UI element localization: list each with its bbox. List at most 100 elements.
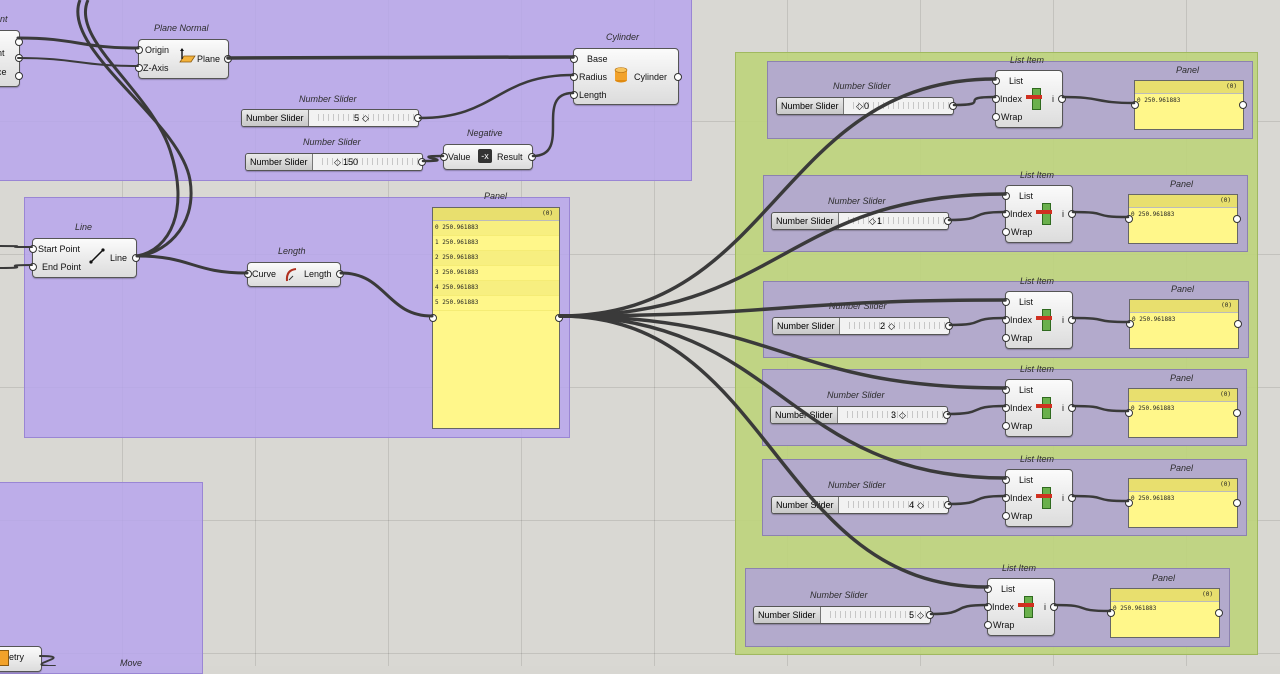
slider-knob-icon[interactable]: ◇ <box>856 101 863 111</box>
slider-knob-icon[interactable]: ◇ <box>869 216 876 226</box>
item-port[interactable] <box>1068 404 1076 412</box>
panel-input-port[interactable] <box>1131 101 1139 109</box>
list-item-arrow-icon <box>1036 316 1052 320</box>
slider-name: Number Slider <box>773 318 840 334</box>
end-point-label: End Point <box>42 262 82 272</box>
list-port[interactable] <box>1002 476 1010 484</box>
list-port[interactable] <box>1002 386 1010 394</box>
slider-knob-icon[interactable]: ◇ <box>917 610 924 620</box>
index-port[interactable] <box>984 603 992 611</box>
index-port[interactable] <box>1002 316 1010 324</box>
panel-output-port[interactable] <box>1233 215 1241 223</box>
end-port[interactable] <box>29 263 37 271</box>
panel-input-port[interactable] <box>1125 215 1133 223</box>
index-port[interactable] <box>1002 210 1010 218</box>
radius-number-slider[interactable]: Number Slider 5 ◇ <box>241 109 422 127</box>
panel-row: 4 250.961883 <box>433 281 559 296</box>
panel-output-port[interactable] <box>1215 609 1223 617</box>
result-panel[interactable]: (0) 0 250.961883 <box>1125 194 1241 244</box>
base-port[interactable] <box>570 55 578 63</box>
slider-name: Number Slider <box>771 407 838 423</box>
list-port[interactable] <box>992 77 1000 85</box>
list-item-component[interactable]: List Index Wrap i <box>1002 379 1076 437</box>
index-number-slider[interactable]: Number Slider 1 ◇ <box>771 212 952 230</box>
panel-header: (0) <box>1220 481 1231 488</box>
slider-knob-icon[interactable]: ◇ <box>362 113 369 123</box>
result-panel[interactable]: (0) 0 250.961883 <box>1131 80 1247 130</box>
panel-output-port[interactable] <box>1234 320 1242 328</box>
cylinder-component[interactable]: Base Radius Length Cylinder <box>570 48 682 105</box>
item-port[interactable] <box>1050 603 1058 611</box>
index-port[interactable] <box>1002 404 1010 412</box>
line-component[interactable]: Start Point End Point Line <box>29 238 140 278</box>
panel-input-port[interactable] <box>1125 499 1133 507</box>
item-output-label: i <box>1044 602 1046 612</box>
panel-output-port[interactable] <box>1233 409 1241 417</box>
list-item-component[interactable]: List Index Wrap i <box>992 70 1066 128</box>
panel-title: Panel <box>1176 65 1200 75</box>
slider-value: 4 <box>909 500 915 510</box>
wrap-port[interactable] <box>1002 228 1010 236</box>
list-item-component[interactable]: List Index Wrap i <box>1002 291 1076 349</box>
list-port[interactable] <box>1002 298 1010 306</box>
slider-knob-icon[interactable]: ◇ <box>917 500 924 510</box>
wire-plane-to-base <box>226 55 575 60</box>
result-panel[interactable]: (0) 0 250.961883 <box>1107 588 1223 638</box>
result-panel[interactable]: (0) 0 250.961883 <box>1125 388 1241 438</box>
list-port[interactable] <box>1002 192 1010 200</box>
panel-output-port[interactable] <box>1233 499 1241 507</box>
slider-knob-icon[interactable]: ◇ <box>899 410 906 420</box>
result-panel[interactable]: (0) 0 250.961883 <box>1126 299 1242 349</box>
item-port[interactable] <box>1058 95 1066 103</box>
wrap-port[interactable] <box>984 621 992 629</box>
list-item-icon <box>1032 88 1041 110</box>
wire-loop-b <box>76 0 193 258</box>
radius-port[interactable] <box>570 73 578 81</box>
slider-value: 150 <box>343 157 359 167</box>
radius-input-label: Radius <box>579 72 608 82</box>
list-item-component[interactable]: List Index Wrap i <box>1002 469 1076 527</box>
wrap-port[interactable] <box>992 113 1000 121</box>
slider-knob-icon[interactable]: ◇ <box>334 157 341 167</box>
wrap-port[interactable] <box>1002 512 1010 520</box>
plane-normal-component[interactable]: Origin Z-Axis Plane <box>135 39 232 79</box>
panel-input-port[interactable] <box>1107 609 1115 617</box>
list-port[interactable] <box>984 585 992 593</box>
item-port[interactable] <box>1068 210 1076 218</box>
item-port[interactable] <box>1068 494 1076 502</box>
wire-length-to-panel <box>339 271 434 318</box>
length-component[interactable]: Curve Length <box>244 262 344 287</box>
panel-output-port[interactable] <box>555 314 563 322</box>
list-input-label: List <box>1019 297 1034 307</box>
result-panel[interactable]: (0) 0 250.961883 <box>1125 478 1241 528</box>
item-port[interactable] <box>1068 316 1076 324</box>
main-output-panel[interactable]: (0) 0 250.961883 1 250.961883 2 250.9618… <box>429 207 563 429</box>
panel-output-port[interactable] <box>1239 101 1247 109</box>
panel-row: 0 250.961883 <box>1131 405 1175 412</box>
list-item-component[interactable]: List Index Wrap i <box>984 578 1058 636</box>
index-port[interactable] <box>1002 494 1010 502</box>
wrap-port[interactable] <box>1002 334 1010 342</box>
cylinder-port[interactable] <box>674 73 682 81</box>
zaxis-port[interactable] <box>135 64 143 72</box>
list-item-title: List Item <box>1002 563 1037 573</box>
slider-knob-icon[interactable]: ◇ <box>888 321 895 331</box>
panel-input-port[interactable] <box>1126 320 1134 328</box>
radius-slider-title: Number Slider <box>299 94 357 104</box>
index-number-slider[interactable]: Number Slider 5 ◇ <box>753 606 934 624</box>
panel-input-port[interactable] <box>1125 409 1133 417</box>
group-move[interactable] <box>0 482 203 674</box>
output-port[interactable] <box>15 72 23 80</box>
index-input-label: Index <box>1010 315 1033 325</box>
origin-port[interactable] <box>135 46 143 54</box>
panel-input-port[interactable] <box>429 314 437 322</box>
list-item-component[interactable]: List Index Wrap i <box>1002 185 1076 243</box>
start-port[interactable] <box>29 245 37 253</box>
index-port[interactable] <box>992 95 1000 103</box>
line-port[interactable] <box>132 254 140 262</box>
length-port[interactable] <box>570 91 578 99</box>
negative-component[interactable]: Value -x Result <box>440 144 536 170</box>
length-number-slider[interactable]: Number Slider ◇ 150 <box>245 153 426 171</box>
wrap-port[interactable] <box>1002 422 1010 430</box>
